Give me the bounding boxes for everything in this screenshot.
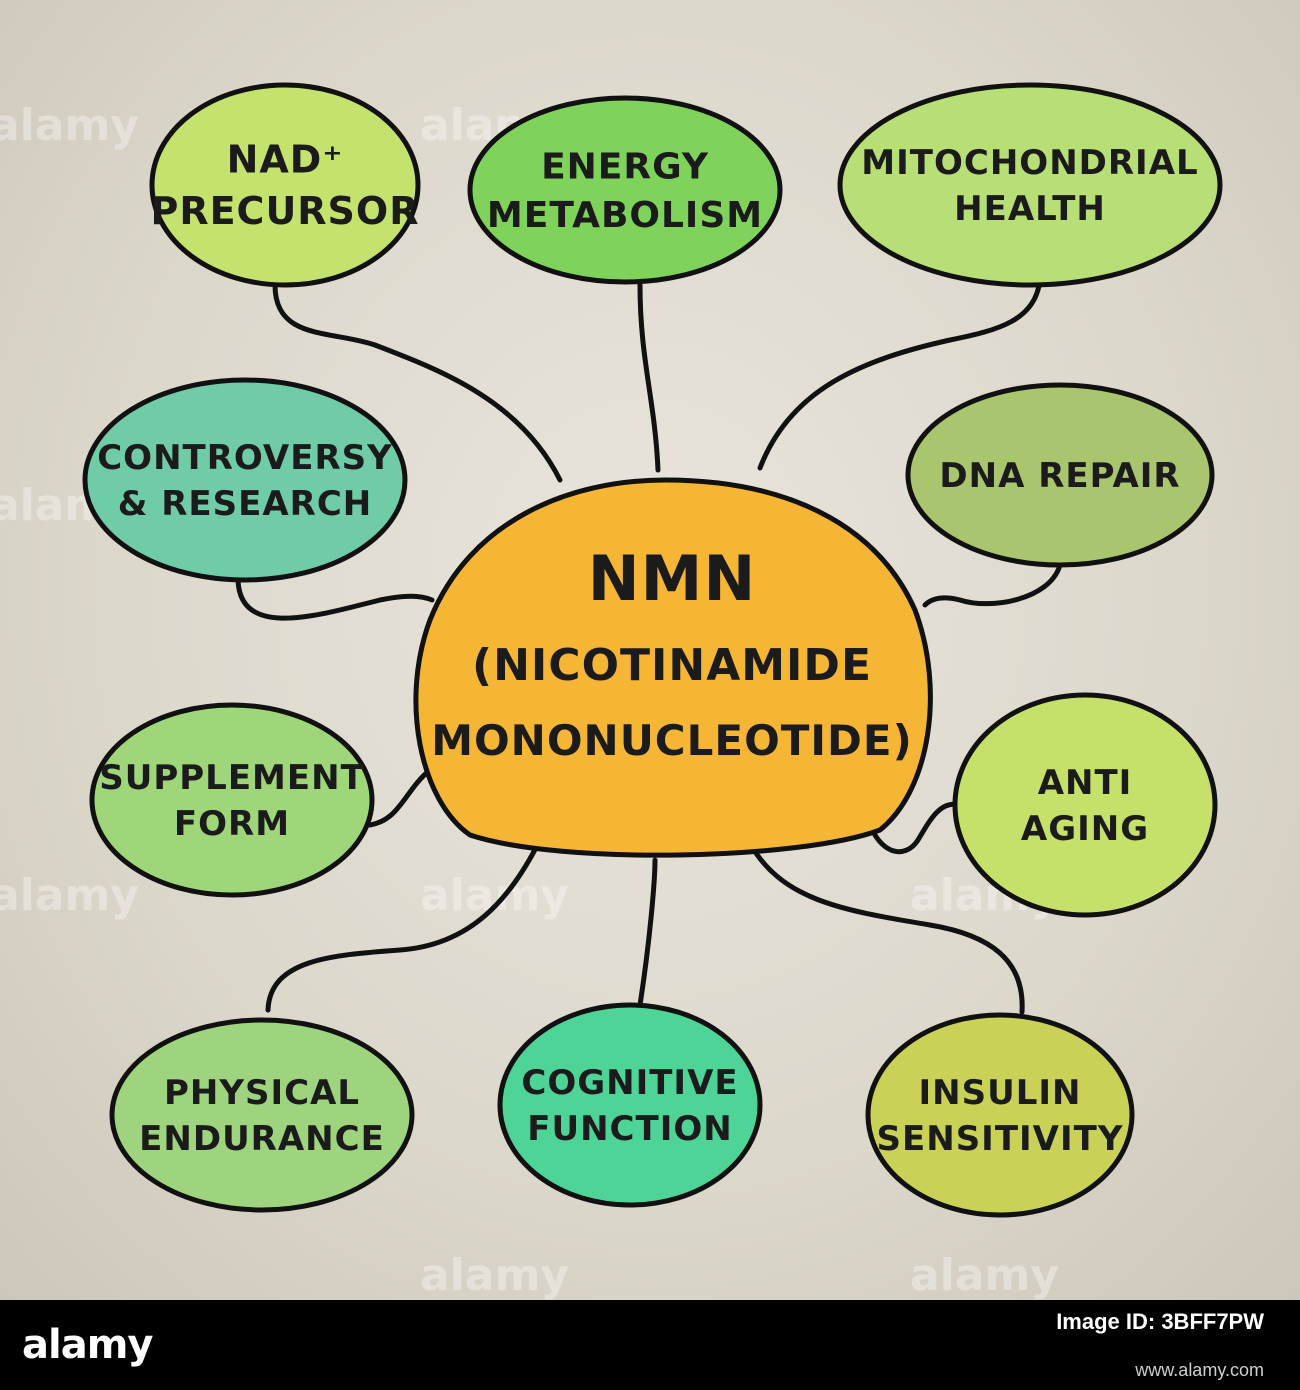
insulin-sensitivity-label: INSULIN xyxy=(919,1073,1082,1113)
energy-metabolism-node: ENERGY METABOLISM xyxy=(467,95,783,285)
controversy-research-bubble xyxy=(82,377,408,583)
controversy-research-label: CONTROVERSY xyxy=(97,438,393,478)
mitochondrial-health-connector xyxy=(757,277,1043,471)
supplement-form-label: FORM xyxy=(174,804,290,844)
insulin-sensitivity-connector xyxy=(745,837,1025,1015)
dna-repair-bubble xyxy=(905,382,1215,568)
controversy-research-label: & RESEARCH xyxy=(118,484,373,524)
nad-precursor-label: PRECURSOR xyxy=(150,189,419,233)
stock-footer-bar: alamy Image ID: 3BFF7PW www.alamy.com xyxy=(0,1300,1300,1390)
nad-precursor-bubble xyxy=(149,82,421,288)
mitochondrial-health-label: HEALTH xyxy=(954,189,1106,229)
energy-metabolism-label: ENERGY xyxy=(541,146,709,187)
watermark-text: alamy xyxy=(910,1250,1059,1300)
supplement-form-label: SUPPLEMENT xyxy=(99,758,365,798)
anti-aging-node: ANTI AGING xyxy=(952,692,1218,918)
energy-metabolism-bubble xyxy=(467,95,783,285)
image-id-text: Image ID: 3BFF7PW xyxy=(1056,1309,1264,1334)
energy-metabolism-label: METABOLISM xyxy=(487,195,763,236)
center-node-text: (NICOTINAMIDE xyxy=(472,640,872,691)
supplement-form-node: SUPPLEMENT FORM xyxy=(89,702,375,898)
physical-endurance-connector xyxy=(265,837,543,1013)
center-node: NMN (NICOTINAMIDE MONONUCLEOTIDE) xyxy=(413,477,933,858)
center-node-text: NMN xyxy=(588,542,756,615)
anti-aging-bubble xyxy=(952,692,1218,918)
physical-endurance-bubble xyxy=(109,1017,415,1213)
watermark-text: alamy xyxy=(0,100,139,151)
watermark-text: alamy xyxy=(420,870,569,921)
dna-repair-connector xyxy=(922,562,1063,608)
energy-metabolism-connector xyxy=(637,282,661,473)
cognitive-function-label: COGNITIVE xyxy=(521,1063,738,1103)
anti-aging-label: AGING xyxy=(1021,809,1149,849)
insulin-sensitivity-bubble xyxy=(865,1012,1135,1218)
watermark-text: alamy xyxy=(420,1250,569,1300)
physical-endurance-node: PHYSICAL ENDURANCE xyxy=(109,1017,415,1213)
cognitive-function-node: COGNITIVE FUNCTION xyxy=(497,1002,763,1208)
alamy-logo: alamy xyxy=(22,1322,153,1368)
center-node-text: MONONUCLEOTIDE) xyxy=(431,716,913,765)
insulin-sensitivity-label: SENSITIVITY xyxy=(877,1119,1124,1159)
controversy-research-connector xyxy=(235,577,435,621)
nad-precursor-node: NAD⁺ PRECURSOR xyxy=(149,82,421,288)
cognitive-function-bubble xyxy=(497,1002,763,1208)
mitochondrial-health-node: MITOCHONDRIAL HEALTH xyxy=(837,82,1223,288)
nad-precursor-label: NAD⁺ xyxy=(227,138,344,182)
watermark-text: alamy xyxy=(0,870,139,921)
mitochondrial-health-label: MITOCHONDRIAL xyxy=(861,143,1198,183)
physical-endurance-label: PHYSICAL xyxy=(164,1073,360,1113)
controversy-research-node: CONTROVERSY & RESEARCH xyxy=(82,377,408,583)
insulin-sensitivity-node: INSULIN SENSITIVITY xyxy=(865,1012,1135,1218)
supplement-form-connector xyxy=(367,767,433,828)
anti-aging-label: ANTI xyxy=(1038,763,1133,803)
site-url: www.alamy.com xyxy=(1135,1360,1264,1380)
cognitive-function-connector xyxy=(637,857,658,1008)
nad-precursor-connector xyxy=(272,282,563,483)
image-id: Image ID: 3BFF7PW xyxy=(1056,1310,1264,1334)
mitochondrial-health-bubble xyxy=(837,82,1223,288)
physical-endurance-label: ENDURANCE xyxy=(139,1119,385,1159)
cognitive-function-label: FUNCTION xyxy=(527,1109,732,1149)
supplement-form-bubble xyxy=(89,702,375,898)
anti-aging-connector xyxy=(865,801,963,855)
dna-repair-node: DNA REPAIR xyxy=(905,382,1215,568)
center-node-shape xyxy=(413,477,933,858)
dna-repair-label: DNA REPAIR xyxy=(939,456,1180,496)
